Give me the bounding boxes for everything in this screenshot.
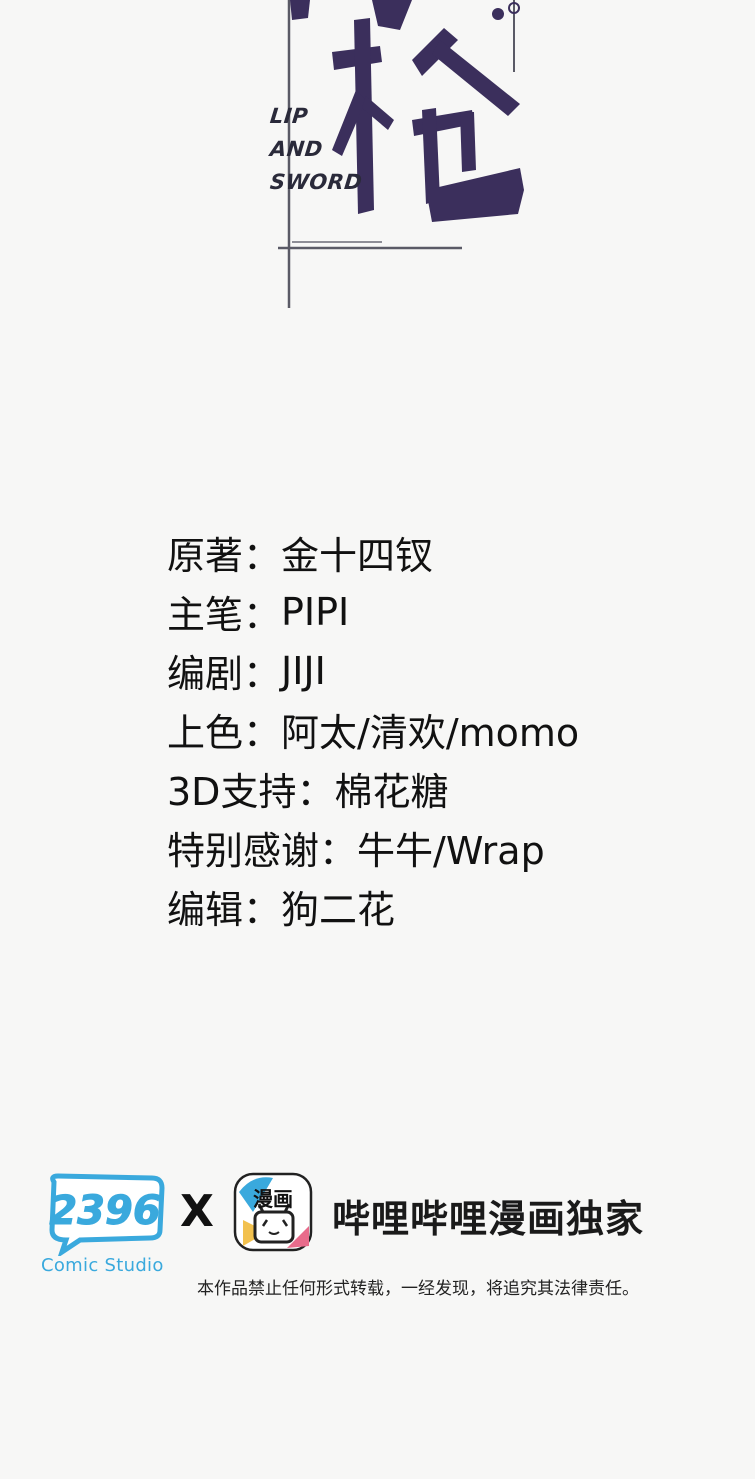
title-logo: LIP AND SWORD	[262, 0, 542, 320]
credit-name: PIPI	[281, 589, 350, 634]
bilibili-comics-app-icon: 漫画	[233, 1172, 313, 1252]
credit-row-lead-artist: 主笔：PIPI	[167, 582, 579, 641]
credit-role: 3D支持：	[167, 770, 335, 814]
app-icon-text: 漫画	[253, 1187, 293, 1211]
collaboration-x-mark: X	[180, 1186, 214, 1237]
credit-row-original-author: 原著：金十四钗	[167, 523, 579, 582]
credits-list: 原著：金十四钗 主笔：PIPI 编剧：JIJI 上色：阿太/清欢/momo 3D…	[167, 523, 579, 936]
studio-logo: 2396	[40, 1172, 170, 1280]
title-subtitle: LIP AND SWORD	[268, 104, 364, 194]
credit-role: 原著：	[167, 534, 282, 578]
credit-name: JIJI	[281, 648, 326, 693]
credit-name: 阿太/清欢/momo	[281, 711, 580, 755]
credit-role: 编辑：	[167, 888, 282, 932]
calligraphy-title-graphic	[278, 0, 524, 308]
credit-row-screenwriter: 编剧：JIJI	[167, 641, 579, 700]
credit-name: 狗二花	[281, 888, 396, 932]
platform-exclusive-label: 哔哩哔哩漫画独家	[332, 1196, 645, 1241]
credit-name: 牛牛/Wrap	[357, 829, 545, 873]
credit-name: 棉花糖	[334, 770, 449, 814]
speech-bubble-logo-icon: 2396	[49, 1173, 165, 1259]
credit-name: 金十四钗	[281, 534, 434, 578]
credit-row-editor: 编辑：狗二花	[167, 877, 579, 936]
credit-row-special-thanks: 特别感谢：牛牛/Wrap	[167, 818, 579, 877]
studio-caption: Comic Studio	[41, 1255, 164, 1276]
credit-role: 特别感谢：	[167, 829, 358, 873]
studio-logo-text: 2396	[49, 1188, 160, 1234]
credit-row-colorist: 上色：阿太/清欢/momo	[167, 700, 579, 759]
copyright-notice: 本作品禁止任何形式转载，一经发现，将追究其法律责任。	[197, 1279, 639, 1299]
credit-row-3d-support: 3D支持：棉花糖	[167, 759, 579, 818]
credit-role: 上色：	[167, 711, 282, 755]
credit-role: 主笔：	[167, 593, 282, 637]
credit-role: 编剧：	[167, 652, 282, 696]
